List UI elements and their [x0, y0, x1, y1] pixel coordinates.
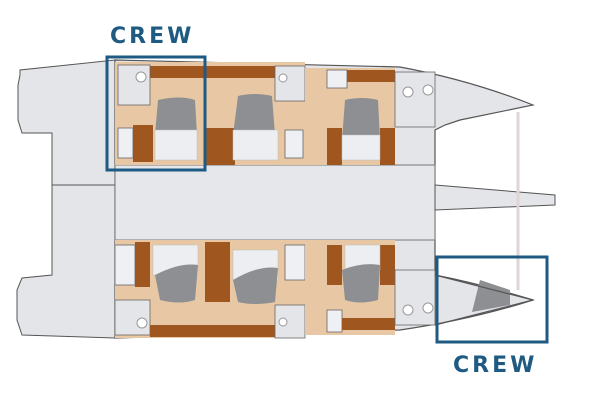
crew-label-top: CREW: [110, 24, 195, 49]
bow-crew-berth: [472, 280, 510, 312]
port-cabins: [115, 62, 436, 165]
crew-box-top: [105, 55, 207, 172]
starboard-cabins: [114, 240, 436, 339]
crew-box-bottom: [435, 255, 549, 344]
port-hull: [17, 59, 116, 186]
starboard-hull: [16, 184, 116, 339]
starboard-bow: [434, 274, 534, 326]
saloon: [114, 164, 436, 241]
crew-label-bottom: CREW: [453, 353, 538, 378]
forward-beam: [434, 184, 556, 211]
